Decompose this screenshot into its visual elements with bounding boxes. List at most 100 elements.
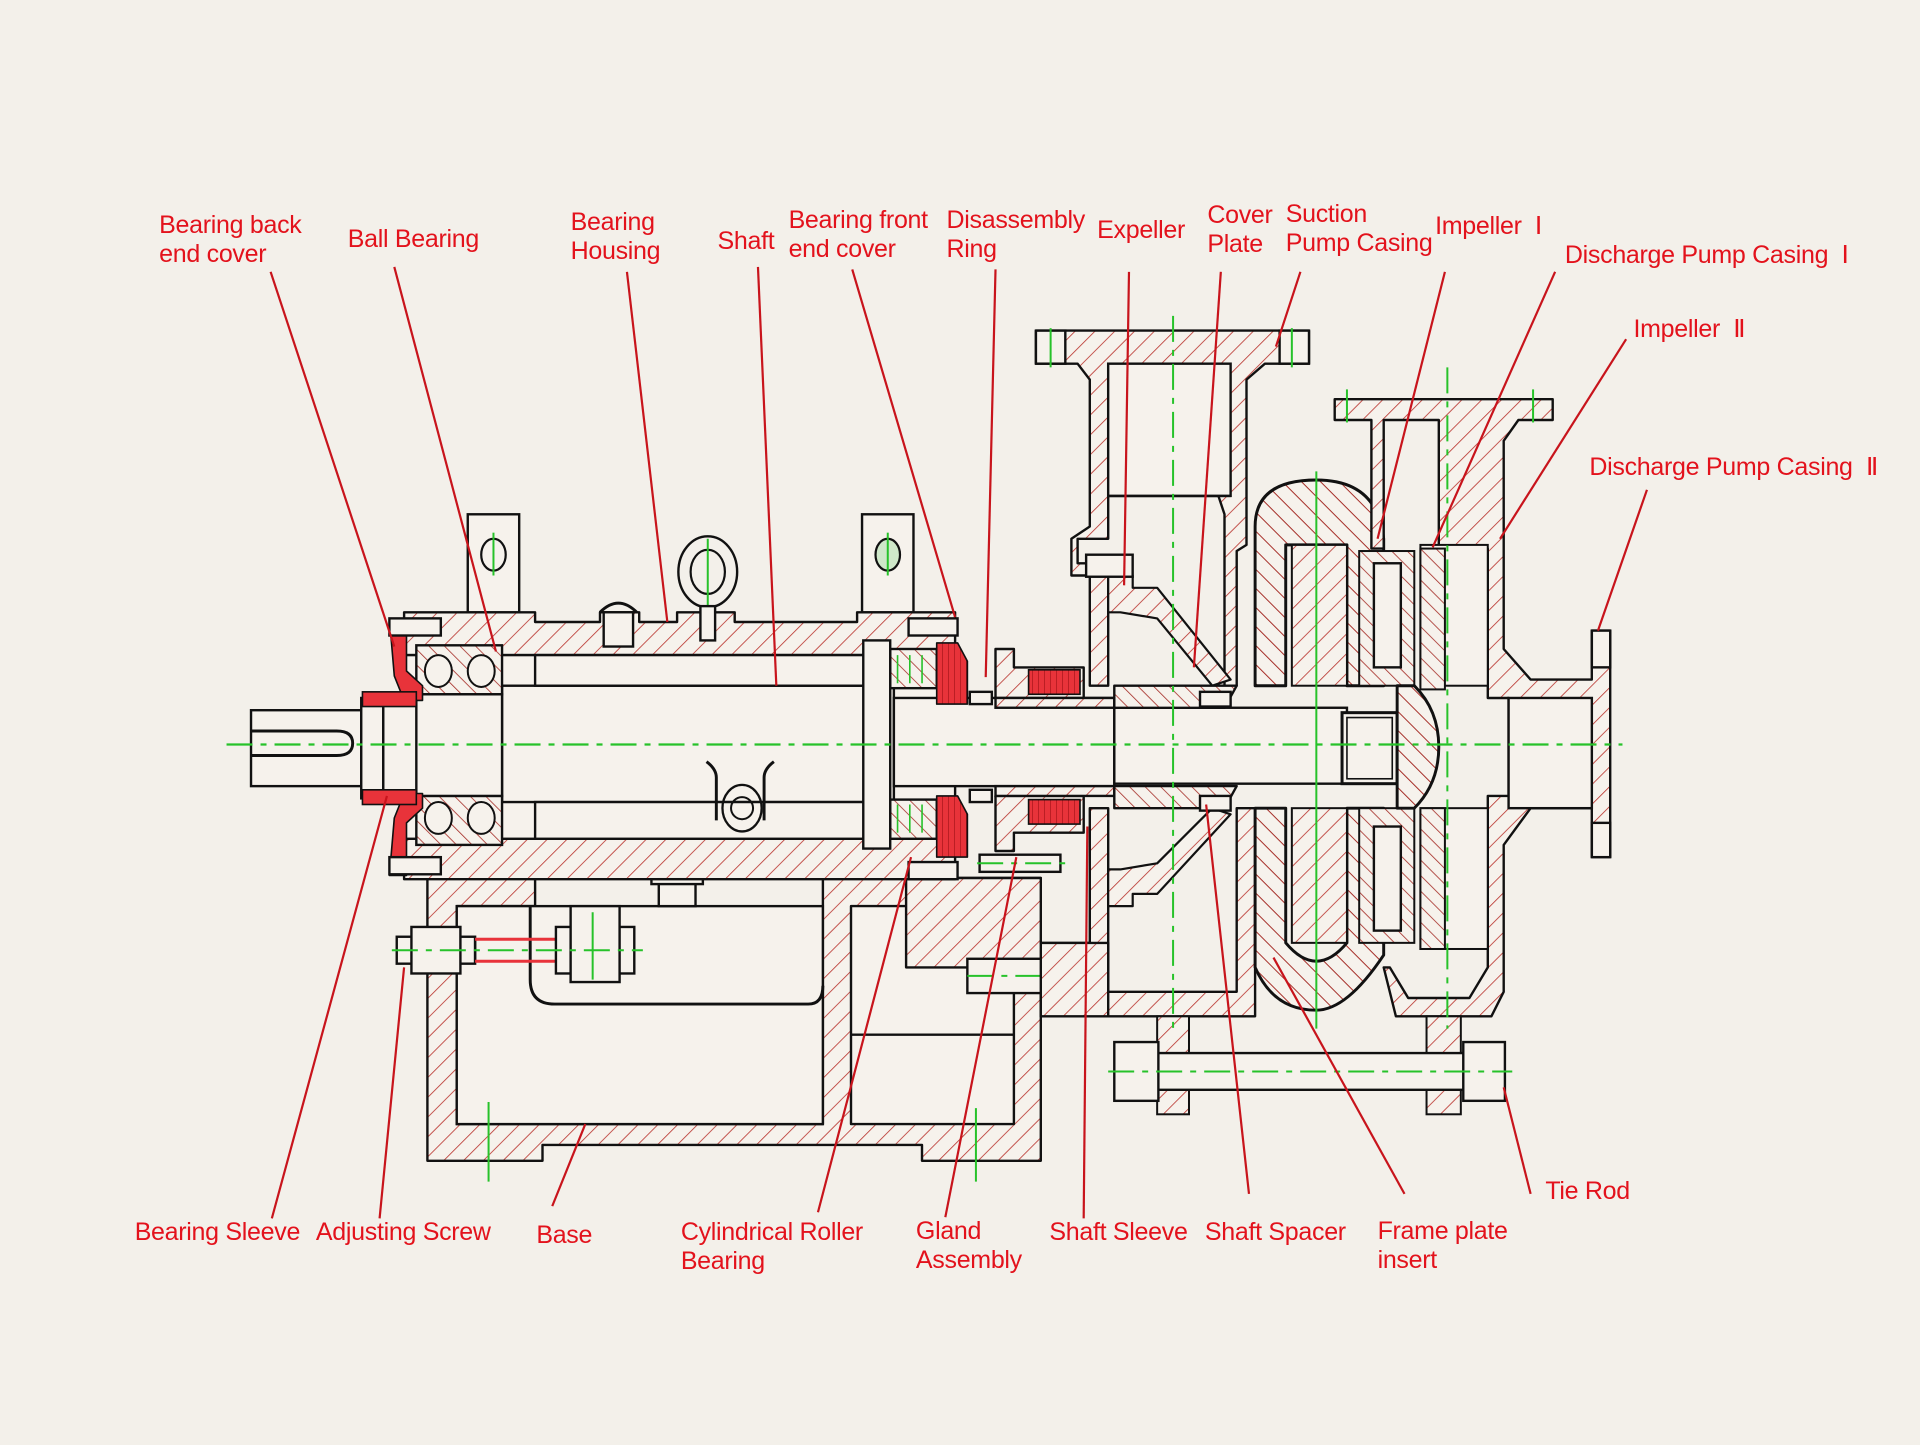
clamp-nut-inner bbox=[730, 796, 755, 821]
shaft-step bbox=[382, 701, 422, 795]
label-bearing-front-end-cover: Bearing front end cover bbox=[788, 205, 929, 263]
impeller-1-shroud-top bbox=[1290, 543, 1348, 687]
label-impeller-2: Impeller Ⅱ bbox=[1633, 314, 1746, 343]
grease-nipple-cap bbox=[598, 601, 638, 614]
ball-bearing-ball bbox=[423, 654, 453, 688]
shaft-upper-bore-space bbox=[533, 653, 892, 687]
ball-bearing-ball bbox=[466, 654, 496, 688]
drain-plug-flange bbox=[650, 877, 705, 886]
gland-packing-bottom bbox=[1027, 798, 1081, 825]
ball-bearing-ball bbox=[466, 801, 496, 835]
impeller-1-vane-top bbox=[1372, 562, 1403, 669]
impeller-hub bbox=[1395, 684, 1441, 810]
leader-line-cylindrical-roller-bearing bbox=[816, 856, 913, 1213]
gland-packing-top bbox=[1027, 669, 1081, 696]
shaft-mid-section bbox=[892, 696, 1116, 788]
frame-plate-foot bbox=[1039, 941, 1110, 1018]
leader-line-tie-rod bbox=[1502, 1087, 1532, 1195]
bearing-front-end-cover-bottom bbox=[935, 795, 969, 858]
leader-line-expeller bbox=[1122, 271, 1131, 586]
impeller-2-shroud-top bbox=[1419, 547, 1446, 691]
back-cover-bolt-bottom bbox=[388, 855, 443, 876]
bearing-front-end-cover-top bbox=[935, 642, 969, 705]
drawing-geometry bbox=[226, 315, 1623, 1182]
bearing-sleeve-ring-top bbox=[361, 691, 418, 708]
shaft-spacer-top bbox=[1198, 690, 1232, 708]
label-shaft-sleeve: Shaft Sleeve bbox=[1049, 1218, 1188, 1247]
leader-line-bearing-front-end-cover bbox=[851, 269, 957, 618]
shaft-lower-bore-space bbox=[533, 800, 892, 840]
label-frame-plate-insert: Frame plate insert bbox=[1377, 1217, 1508, 1275]
label-tie-rod: Tie Rod bbox=[1545, 1176, 1630, 1205]
leader-line-suction-pump-casing bbox=[1274, 271, 1302, 347]
leader-line-impeller-1 bbox=[1376, 271, 1446, 540]
leader-line-discharge-pump-casing-2 bbox=[1596, 489, 1648, 631]
discharge-flange-bolt-top bbox=[1590, 629, 1612, 669]
label-impeller-1: Impeller Ⅰ bbox=[1435, 211, 1542, 240]
leader-line-impeller-2 bbox=[1499, 338, 1628, 540]
leader-line-discharge-pump-casing-1 bbox=[1431, 271, 1557, 548]
front-cover-bolt-bottom bbox=[907, 860, 959, 881]
label-suction-pump-casing: Suction Pump Casing bbox=[1285, 199, 1433, 257]
suction-flange-bolt-right bbox=[1278, 329, 1311, 365]
leader-line-disassembly-ring bbox=[984, 269, 997, 678]
discharge-pump-casing-1-lower bbox=[1253, 806, 1386, 1012]
leader-lines bbox=[269, 266, 1648, 1219]
leader-line-base bbox=[551, 1123, 587, 1207]
front-cover-bolt-top bbox=[907, 617, 959, 637]
label-discharge-pump-casing-2: Discharge Pump Casing Ⅱ bbox=[1589, 453, 1878, 482]
leader-line-cover-plate bbox=[1192, 271, 1222, 668]
label-bearing-back-end-cover: Bearing back end cover bbox=[159, 210, 302, 268]
label-bearing-sleeve: Bearing Sleeve bbox=[134, 1218, 301, 1247]
leader-line-bearing-back-end-cover bbox=[269, 271, 396, 647]
expeller-bolt bbox=[1084, 553, 1134, 578]
label-shaft-spacer: Shaft Spacer bbox=[1204, 1218, 1346, 1247]
back-cover-bolt-top bbox=[388, 617, 443, 637]
bearing-sleeve-ring-bottom bbox=[361, 789, 418, 806]
discharge-flange-bolt-bottom bbox=[1590, 821, 1612, 859]
base-left-cavity bbox=[455, 904, 825, 1126]
label-discharge-pump-casing-1: Discharge Pump Casing Ⅰ bbox=[1564, 241, 1849, 270]
grease-nipple bbox=[602, 611, 635, 648]
label-shaft: Shaft bbox=[717, 226, 775, 255]
leader-line-shaft bbox=[756, 266, 778, 686]
shaft-sleeve-top bbox=[994, 696, 1116, 709]
label-expeller: Expeller bbox=[1097, 215, 1186, 244]
leader-line-ball-bearing bbox=[393, 266, 497, 652]
base-inner-recess bbox=[528, 906, 825, 1006]
leader-line-adjusting-screw bbox=[378, 967, 406, 1219]
impeller-1-vane-bottom bbox=[1372, 825, 1403, 932]
lifting-eye-stem bbox=[699, 604, 717, 642]
disassembly-ring-top bbox=[968, 690, 994, 706]
clamp-nut-outer bbox=[721, 783, 763, 833]
expeller-top bbox=[1107, 574, 1232, 687]
label-bearing-housing: Bearing Housing bbox=[570, 208, 661, 266]
label-gland-assembly: Gland Assembly bbox=[915, 1217, 1022, 1275]
impeller-nut-inner bbox=[1346, 716, 1394, 780]
label-adjusting-screw: Adjusting Screw bbox=[315, 1218, 491, 1247]
impeller-nut bbox=[1340, 711, 1399, 786]
disassembly-ring-bottom bbox=[968, 788, 994, 804]
shaft-spacer-bottom bbox=[1198, 794, 1232, 812]
leader-line-shaft-sleeve bbox=[1082, 826, 1089, 1219]
leader-line-frame-plate-insert bbox=[1272, 957, 1406, 1195]
label-cover-plate: Cover Plate bbox=[1207, 200, 1273, 258]
leader-line-shaft-spacer bbox=[1205, 804, 1251, 1195]
label-disassembly-ring: Disassembly Ring bbox=[946, 205, 1086, 263]
impeller-2-shroud-bottom bbox=[1419, 807, 1446, 950]
adjusting-screw-block bbox=[569, 904, 621, 984]
ball-bearing-ball bbox=[423, 801, 453, 835]
leader-line-gland-assembly bbox=[944, 856, 1018, 1218]
leader-line-bearing-housing bbox=[625, 271, 669, 623]
leader-line-bearing-sleeve bbox=[270, 795, 389, 1219]
lifting-clamp bbox=[705, 760, 775, 821]
label-base: Base bbox=[536, 1220, 593, 1249]
shaft-drive-end bbox=[249, 709, 363, 788]
impeller-1-shroud-bottom bbox=[1290, 807, 1348, 944]
suction-pump-casing bbox=[1034, 329, 1311, 687]
label-ball-bearing: Ball Bearing bbox=[347, 225, 480, 254]
shaft-impeller-end bbox=[1113, 706, 1349, 785]
label-cylindrical-roller-bearing: Cylindrical Roller Bearing bbox=[680, 1218, 863, 1276]
